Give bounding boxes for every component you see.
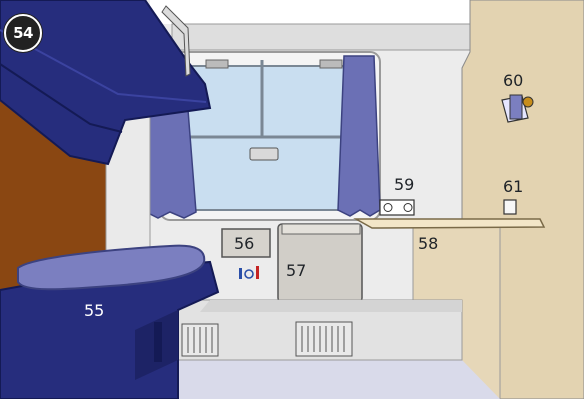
window-latch-right	[320, 60, 342, 68]
thermostat-hot-icon	[256, 266, 259, 279]
callout-61-light-switch: 61	[503, 179, 523, 195]
callout-57-washbasin: 57	[286, 263, 306, 279]
curtain-right	[338, 56, 380, 216]
callout-59-power-sockets: 59	[394, 177, 414, 193]
ceiling	[150, 0, 480, 24]
window-handle	[250, 148, 278, 160]
folding-table	[356, 219, 544, 228]
heater-top	[200, 300, 462, 312]
toilet-paper-roll	[510, 95, 522, 119]
light-switch	[504, 200, 516, 214]
power-sockets	[380, 200, 414, 215]
figure-number-badge: 54	[4, 14, 42, 52]
floor	[150, 360, 500, 399]
callout-60-toilet-paper-holder: 60	[503, 73, 523, 89]
window-latch-left	[206, 60, 228, 68]
ceiling-lamp-strip	[172, 24, 474, 50]
thermostat-cold-icon	[239, 268, 242, 279]
washbasin-lid	[282, 224, 360, 234]
callout-55-berth: 55	[84, 303, 104, 319]
callout-58-folding-table: 58	[418, 236, 438, 252]
callout-56-mirror-cabinet: 56	[234, 236, 254, 252]
lower-berth-step	[154, 322, 162, 362]
holder-knob	[523, 97, 533, 107]
